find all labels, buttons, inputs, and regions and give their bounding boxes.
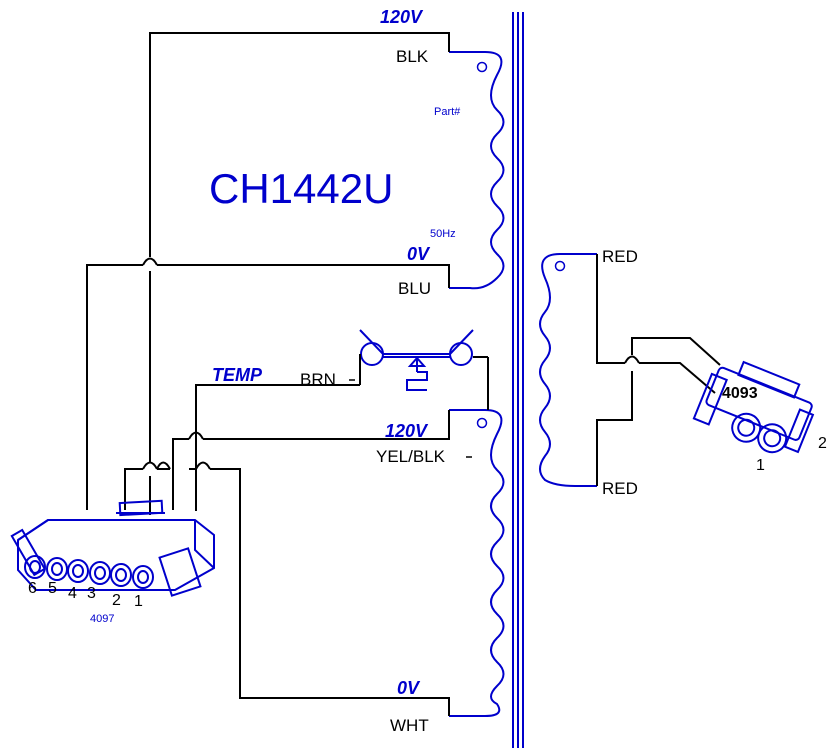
right-bottom-wire-label: RED [602,479,638,498]
labels: 120V BLK Part# CH1442U 50Hz 0V BLU TEMP … [28,7,827,735]
secondary-bottom-wire-label: WHT [390,716,429,735]
right-winding [539,253,597,487]
secondary-top-voltage: 120V [385,421,429,441]
conn4093-pin-1: 1 [756,457,765,474]
secondary-bottom-voltage: 0V [397,678,421,698]
wires [86,32,721,716]
secondary-winding [449,409,505,717]
connector-4097-id: 4097 [90,613,114,625]
primary-top-voltage: 120V [380,7,424,27]
connector-4097-pins [24,555,154,589]
primary-winding [449,51,505,290]
brn-wire-label: BRN [300,370,336,389]
temp-label: TEMP [212,365,263,385]
conn4097-pin-3: 3 [87,585,96,602]
conn4097-pin-1: 1 [134,593,143,610]
part-label: Part# [434,106,461,118]
conn4097-pin-5: 5 [48,580,57,597]
right-top-wire-label: RED [602,247,638,266]
frequency-label: 50Hz [430,228,456,240]
transformer-core [512,12,524,748]
part-number-title: CH1442U [209,165,393,212]
thermal-switch [359,329,489,410]
conn4097-pin-2: 2 [112,592,121,609]
primary-bottom-wire-label: BLU [398,279,431,298]
secondary-polarity-dot [476,417,488,429]
conn4097-pin-6: 6 [28,580,37,597]
primary-bottom-voltage: 0V [407,244,431,264]
secondary-top-wire-label: YEL/BLK [376,447,446,466]
primary-polarity-dot [476,61,488,73]
right-polarity-dot [554,260,566,272]
conn4093-pin-2: 2 [818,435,827,452]
primary-top-wire-label: BLK [396,47,429,66]
connector-4097 [10,499,215,597]
conn4097-pin-4: 4 [68,585,77,602]
connector-4093-id: 4093 [722,385,758,402]
connector-4093 [692,360,815,454]
